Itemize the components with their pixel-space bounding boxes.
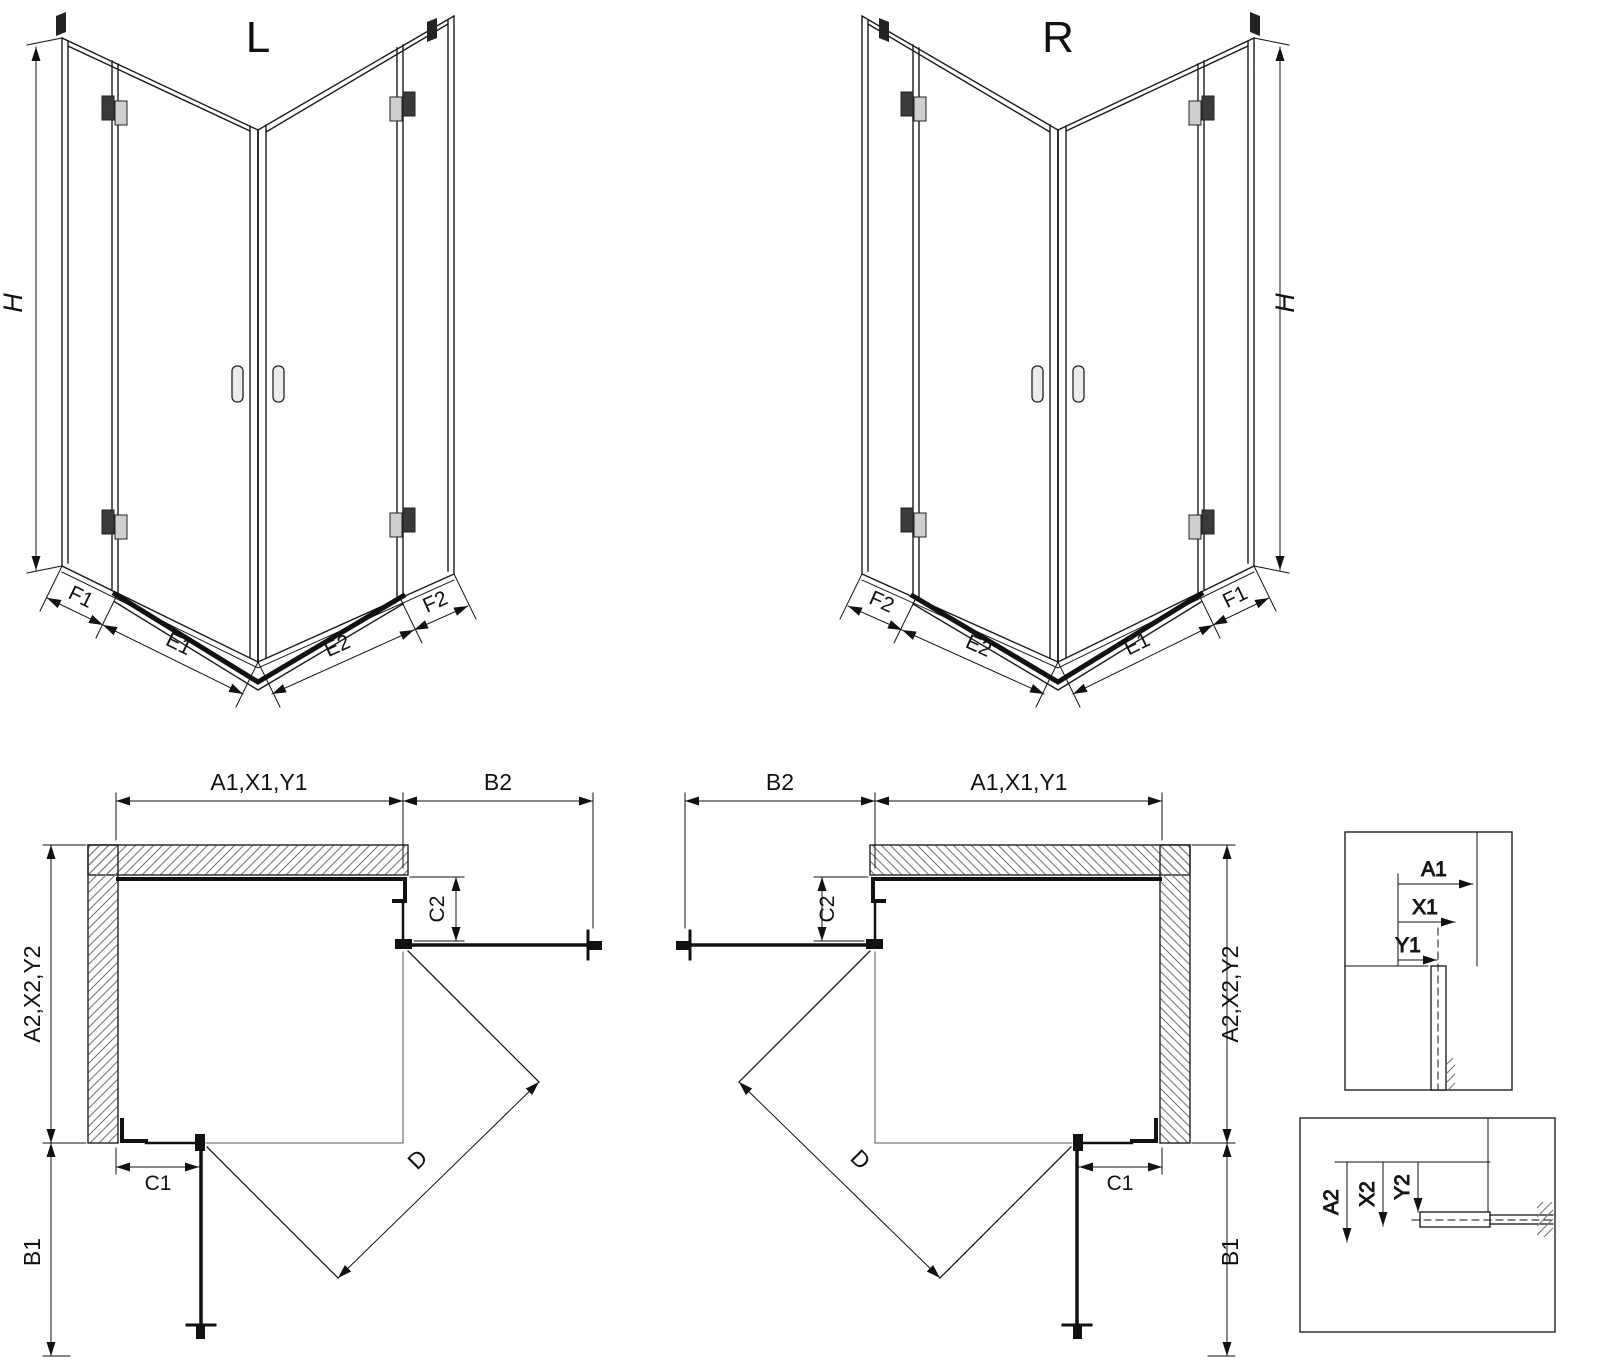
wall-hatch [1446, 1058, 1455, 1090]
iso-view-left: L H F1 E1 E2 F2 [0, 12, 476, 707]
detail-view-top: A1 X1 Y1 [1344, 831, 1513, 1091]
dim-label-y1: Y1 [1395, 934, 1421, 957]
dim-label-c2: C2 [816, 896, 839, 923]
detail-view-bottom: A2 X2 Y2 [1299, 1117, 1556, 1333]
dim-label-a1: A1 [1421, 858, 1447, 881]
dim-label-e1: E1 [162, 628, 195, 660]
plan-right-drawing [676, 793, 1235, 1356]
detail-dimension-lines [1397, 879, 1474, 965]
dim-label-c1: C1 [145, 1172, 172, 1195]
detail-dimension-lines [1342, 1161, 1423, 1243]
dim-label-d: D [846, 1144, 876, 1174]
dim-label-b2: B2 [484, 769, 512, 795]
iso-view-right: R H F2 E2 E1 F1 [840, 12, 1300, 707]
dim-label-b1: B1 [19, 1238, 45, 1266]
dim-label-e2: E2 [962, 630, 995, 661]
dim-label-f2: F2 [866, 587, 898, 618]
variant-label-right: R [1042, 13, 1074, 62]
dim-label-a2x2y2: A2,X2,Y2 [1217, 945, 1243, 1042]
detail-frame [1344, 831, 1513, 1091]
iso-left-drawing [27, 12, 476, 707]
plan-view-right: B2 A1,X1,Y1 C2 A2,X2,Y2 C1 B1 D [676, 769, 1243, 1356]
dim-label-a2: A2 [1320, 1189, 1343, 1215]
wall-hatch [1537, 1202, 1553, 1237]
dim-label-x1: X1 [1412, 896, 1438, 919]
dim-label-c2: C2 [426, 896, 449, 923]
dim-label-y2: Y2 [1391, 1174, 1414, 1200]
plan-view-left: A1,X1,Y1 B2 C2 A2,X2,Y2 C1 B1 D [19, 769, 602, 1356]
plan-left-drawing [43, 793, 602, 1356]
dim-label-b1: B1 [1217, 1238, 1243, 1266]
dim-label-e1: E1 [1121, 628, 1154, 660]
dim-label-f2: F2 [419, 587, 451, 618]
dim-label-height: H [1270, 293, 1300, 313]
detail-frame [1299, 1117, 1556, 1333]
dim-label-a2x2y2: A2,X2,Y2 [19, 945, 45, 1042]
variant-label-left: L [246, 13, 270, 62]
dim-label-f1: F1 [65, 581, 97, 612]
detail-section-lines [1334, 1117, 1491, 1213]
dim-label-x2: X2 [1356, 1181, 1379, 1207]
detail-section-lines [1344, 831, 1478, 967]
iso-right-drawing [840, 12, 1289, 707]
dim-label-d: D [402, 1144, 432, 1174]
dim-label-a1x1y1: A1,X1,Y1 [970, 769, 1067, 795]
dim-label-b2: B2 [766, 769, 794, 795]
dim-label-c1: C1 [1107, 1172, 1134, 1195]
dim-label-e2: E2 [321, 630, 354, 661]
dim-label-a1x1y1: A1,X1,Y1 [210, 769, 307, 795]
dim-label-height: H [0, 293, 28, 313]
dim-label-f1: F1 [1219, 581, 1251, 612]
